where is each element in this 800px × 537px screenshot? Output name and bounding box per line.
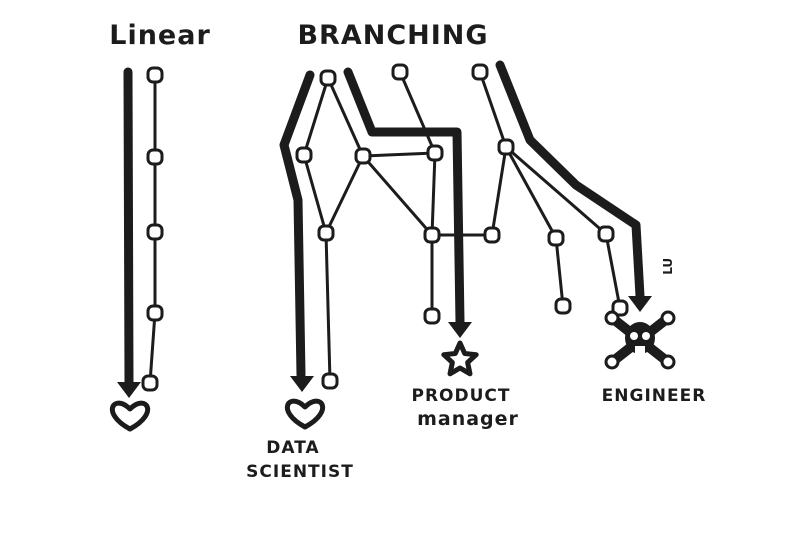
path-edge (361, 151, 437, 158)
linear-arrow (123, 67, 134, 387)
path-edge (504, 145, 608, 236)
arrowhead-icon (117, 382, 141, 398)
skull-eye-icon (642, 332, 650, 340)
skull-eye-icon (630, 332, 638, 340)
career-node (319, 69, 337, 87)
career-node (146, 304, 164, 322)
signature: LU (661, 257, 676, 275)
product-manager-arrow (343, 67, 465, 327)
path-edge (361, 154, 434, 237)
bone-end-icon (660, 310, 676, 326)
career-node (483, 226, 501, 244)
career-node (146, 148, 164, 166)
heart-icon (109, 400, 151, 432)
path-edge (490, 145, 508, 237)
skull-teeth-icon (635, 346, 645, 354)
path-edge (324, 154, 365, 235)
career-node (317, 224, 335, 242)
path-edge (554, 236, 565, 308)
path-edge (478, 70, 508, 149)
engineer-arrow (495, 60, 645, 301)
career-node (426, 144, 444, 162)
career-node (354, 147, 372, 165)
label-line: DATA (266, 438, 320, 458)
path-edge (504, 145, 558, 240)
data-scientist-arrow (279, 70, 315, 380)
star-icon (441, 340, 479, 377)
bone-end-icon (660, 354, 676, 370)
label-line: manager (417, 407, 519, 430)
label-product-manager: PRODUCT manager (411, 387, 519, 430)
career-node (295, 146, 313, 164)
path-edge (398, 70, 437, 155)
career-node (321, 372, 339, 390)
career-node (141, 374, 159, 392)
label-engineer: ENGINEER (601, 386, 707, 406)
label-data-scientist: DATA SCIENTIST (246, 439, 354, 482)
title-linear: Linear (109, 20, 211, 51)
career-node (423, 226, 441, 244)
career-node (391, 63, 409, 81)
bone-end-icon (604, 354, 620, 370)
career-node (146, 66, 164, 84)
path-edge (148, 311, 157, 385)
path-edge (430, 151, 437, 237)
skull-icon (625, 322, 655, 354)
path-edge (326, 76, 365, 158)
career-node (146, 223, 164, 241)
arrowhead-icon (290, 376, 314, 392)
career-node (597, 225, 615, 243)
career-node (471, 63, 489, 81)
career-node (554, 297, 572, 315)
bone-end-icon (604, 310, 620, 326)
path-edge (302, 76, 330, 157)
title-branching: BRANCHING (297, 20, 489, 51)
arrowhead-icon (448, 322, 472, 338)
career-node (423, 307, 441, 325)
path-edge (604, 232, 622, 310)
path-edge (302, 153, 328, 235)
path-edge (324, 231, 332, 383)
arrowhead-icon (628, 296, 652, 312)
label-line: PRODUCT (411, 386, 511, 406)
heart-icon (284, 398, 326, 430)
label-line: SCIENTIST (246, 461, 354, 482)
career-node (611, 299, 629, 317)
career-node (547, 229, 565, 247)
career-node (497, 138, 515, 156)
